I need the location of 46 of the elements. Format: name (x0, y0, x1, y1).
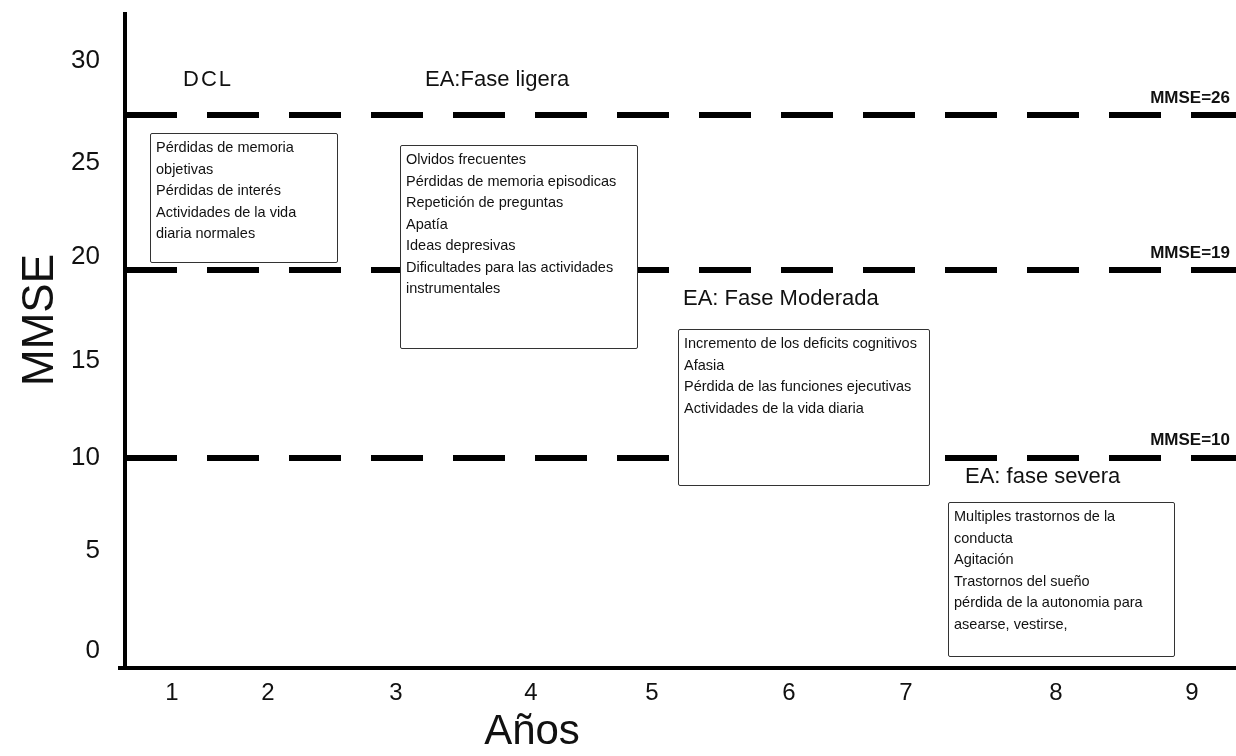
y-tick-label: 30 (71, 44, 100, 75)
axis-title: MMSE (13, 254, 63, 386)
phase-title: EA: fase severa (965, 463, 1121, 489)
symptom-text: Pérdidas de memoria objetivas (156, 138, 295, 179)
x-tick-label: 9 (1185, 678, 1199, 706)
x-tick-label: 2 (261, 678, 275, 706)
axis-title: Años (484, 706, 580, 754)
threshold-label: MMSE=26 (1150, 88, 1230, 108)
symptom-text: Trastornos del sueño (954, 571, 1091, 591)
symptom-text: Repetición de preguntas (406, 193, 565, 212)
y-tick-label: 0 (85, 634, 100, 665)
y-tick-label: 25 (71, 146, 100, 177)
symptom-text: Pérdida de las funciones ejecutivas (684, 377, 913, 396)
symptom-text: Pérdidas de memoria episodicas (406, 171, 618, 191)
symptom-text: Actividades de la vida diaria (684, 398, 865, 418)
y-tick-label: 15 (71, 344, 100, 375)
y-tick-label: 10 (71, 441, 100, 472)
y-tick-label: 20 (71, 240, 100, 271)
x-tick-label: 1 (165, 678, 179, 706)
symptom-text: Ideas depresivas (406, 236, 517, 255)
symptom-text: pérdida de la autonomia para asearse, vestirse, (954, 593, 1144, 634)
x-tick-label: 3 (389, 678, 403, 706)
x-tick-label: 6 (782, 678, 796, 706)
x-tick-label: 5 (645, 678, 659, 706)
phase-title: DCL (183, 66, 233, 92)
threshold-label: MMSE=19 (1150, 243, 1230, 263)
symptom-box (678, 329, 930, 486)
threshold-label: MMSE=10 (1150, 430, 1230, 450)
symptom-text: Pérdidas de interés (156, 181, 282, 200)
symptom-text: Agitación (954, 550, 1015, 569)
phase-title: EA:Fase ligera (425, 66, 570, 92)
symptom-box (150, 133, 338, 263)
symptom-text: Incremento de los deficits cognitivos (684, 334, 918, 353)
symptom-text: Dificultades para las actividades instrumentales (406, 257, 615, 298)
symptom-box (948, 502, 1175, 657)
x-tick-label: 7 (899, 678, 913, 706)
symptom-text: Multiples trastornos de la conducta (954, 507, 1117, 548)
symptom-text: Actividades de la vida diaria normales (156, 202, 298, 243)
symptom-text: Afasia (684, 355, 726, 375)
symptom-box (400, 145, 638, 349)
x-tick-label: 4 (524, 678, 538, 706)
symptom-text: Apatía (406, 214, 449, 234)
x-tick-label: 8 (1049, 678, 1063, 706)
y-tick-label: 5 (85, 534, 100, 565)
symptom-text: Olvidos frecuentes (406, 150, 528, 169)
phase-title: EA: Fase Moderada (683, 285, 879, 311)
